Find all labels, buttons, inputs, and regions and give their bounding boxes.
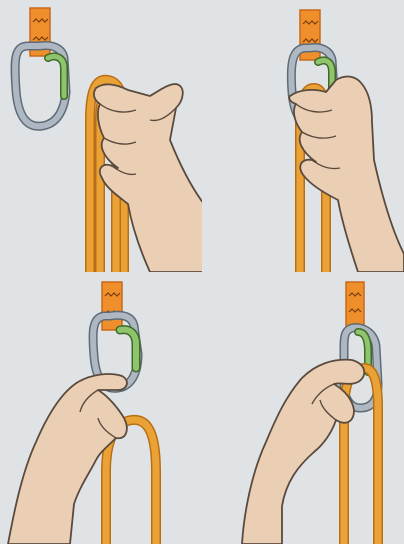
step-4-illustration (202, 272, 404, 544)
hand-icon (289, 77, 404, 272)
step-3-panel (0, 272, 202, 544)
rope-icon (344, 368, 378, 544)
step-4-panel (202, 272, 404, 544)
sling-icon (346, 282, 364, 328)
step-2-illustration (202, 0, 404, 272)
step-1-illustration (0, 0, 202, 272)
step-2-panel (202, 0, 404, 272)
step-3-illustration (0, 272, 202, 544)
step-1-panel (0, 0, 202, 272)
hand-icon (94, 84, 202, 272)
sling-icon (102, 282, 122, 330)
carabiner-icon (15, 46, 66, 127)
